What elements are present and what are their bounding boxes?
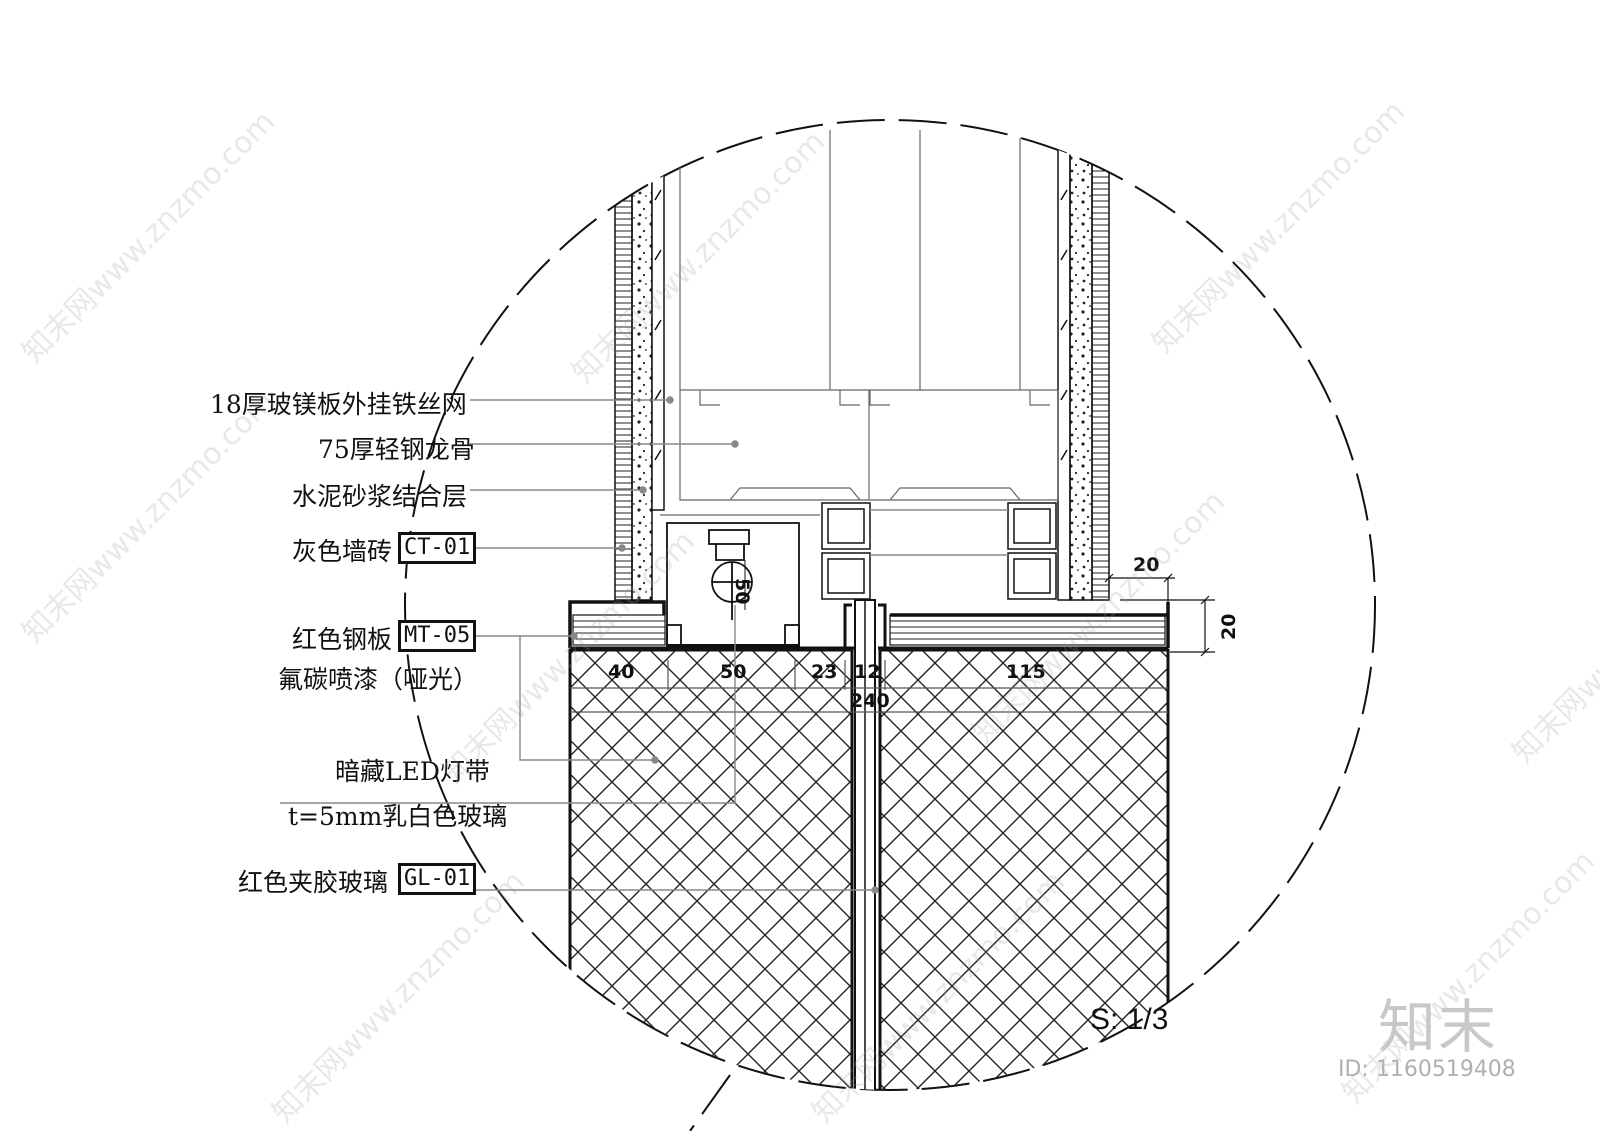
dim-23: 23 — [811, 661, 838, 683]
code-gray-tile: CT-01 — [398, 532, 477, 564]
leader-lines — [280, 396, 879, 894]
code-red-steel: MT-05 — [398, 620, 477, 652]
dim-20-top: 20 — [1133, 554, 1160, 576]
steel-keel — [660, 130, 1059, 516]
fin-clamp — [843, 603, 887, 648]
label-milky-glass: t=5mm乳白色玻璃 — [288, 802, 508, 831]
left-wiremesh — [654, 189, 662, 461]
right-glass-block — [878, 648, 1170, 1090]
dim-50-horizontal: 50 — [720, 661, 747, 683]
label-steel-keel: 75厚轻钢龙骨 — [318, 435, 475, 464]
label-red-steel: 红色钢板 — [292, 625, 393, 654]
left-glass-block — [568, 648, 854, 1090]
label-mortar-layer: 水泥砂浆结合层 — [292, 482, 468, 511]
left-cap-infill — [572, 614, 666, 646]
right-wiremesh — [1060, 189, 1068, 461]
label-glass-mg-board: 18厚玻镁板外挂铁丝网 — [210, 390, 467, 419]
right-cap-infill — [889, 614, 1166, 646]
square-tubes — [821, 502, 1057, 600]
left-tile-layer — [614, 129, 633, 601]
dim-240: 240 — [850, 690, 890, 712]
right-tile-layer — [1091, 129, 1110, 601]
watermark-id: ID: 1160519408 — [1338, 1057, 1516, 1082]
left-mortar-layer — [631, 129, 653, 601]
detail-leader-line — [689, 1074, 731, 1132]
right-mgboard — [1057, 129, 1071, 601]
dim-115: 115 — [1006, 661, 1046, 683]
dim-40: 40 — [608, 661, 635, 683]
label-fluorocarbon-paint: 氟碳喷漆（哑光） — [278, 665, 479, 694]
dim-20-side: 20 — [1218, 613, 1240, 640]
watermark-logo: 知末 — [1378, 993, 1499, 1061]
side-dimensions — [1104, 573, 1215, 657]
code-red-laminated-glass: GL-01 — [398, 863, 477, 895]
label-gray-tile: 灰色墙砖 — [292, 537, 393, 566]
scale-note: S: 1/3 — [1090, 1003, 1169, 1036]
label-red-laminated-glass: 红色夹胶玻璃 — [238, 868, 389, 897]
dimension-lines — [570, 660, 1168, 713]
dim-50-vertical: 50 — [731, 578, 753, 605]
dim-12: 12 — [854, 661, 881, 683]
label-led-strip: 暗藏LED灯带 — [335, 757, 490, 786]
led-channel — [666, 522, 800, 648]
right-mortar-layer — [1069, 129, 1093, 601]
